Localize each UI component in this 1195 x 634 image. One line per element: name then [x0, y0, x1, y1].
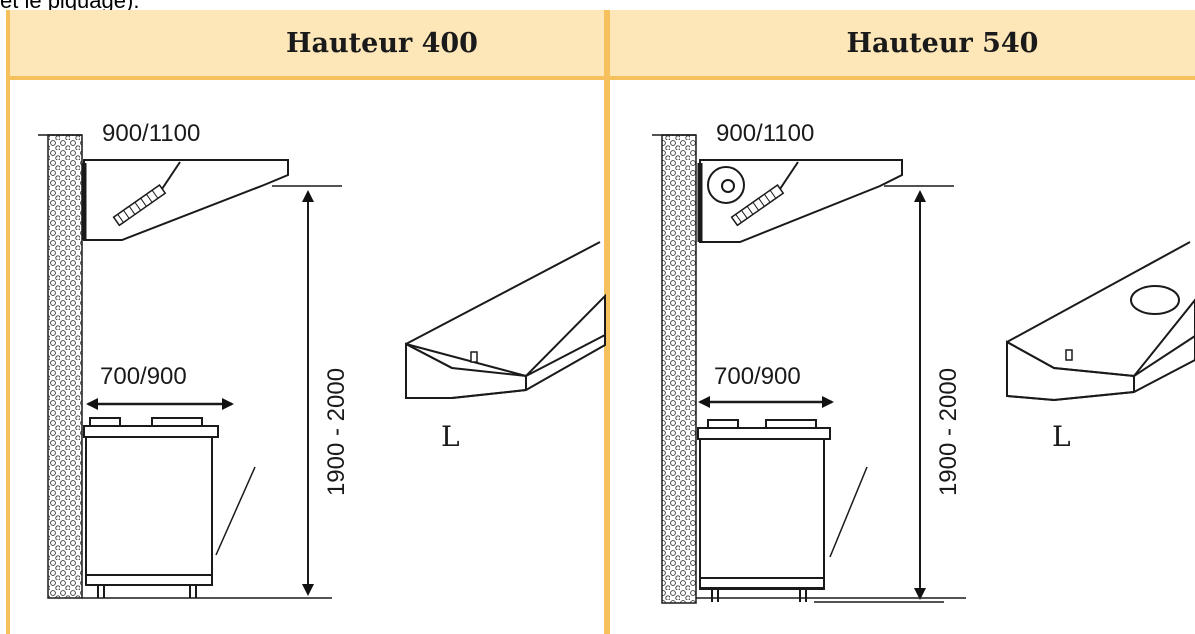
intro-text: et le piquage).	[0, 0, 140, 13]
drawing-hauteur-400	[38, 134, 606, 599]
panel-title: Hauteur 400	[286, 27, 478, 59]
width-label: 900/1100	[716, 120, 814, 147]
hood-perspective	[405, 241, 606, 399]
depth-label: 700/900	[714, 363, 801, 390]
depth-label: 700/900	[100, 363, 187, 390]
height-label: 1900 - 2000	[935, 368, 962, 496]
width-label: 900/1100	[102, 120, 200, 147]
panel-header: Hauteur 540	[610, 10, 1195, 80]
length-label: L	[441, 420, 460, 453]
height-label: 1900 - 2000	[323, 368, 350, 496]
panel-header: Hauteur 400	[10, 10, 604, 80]
cooker	[83, 417, 219, 598]
hood-perspective	[1006, 241, 1195, 402]
hood-side-profile	[83, 159, 289, 241]
wall	[661, 134, 697, 604]
cooker	[697, 419, 831, 602]
length-label: L	[1052, 420, 1071, 453]
panel-title: Hauteur 540	[846, 27, 1039, 59]
wall	[47, 134, 83, 599]
grease-filter	[730, 183, 785, 227]
drawing-hauteur-540	[652, 134, 1195, 604]
grease-filter	[112, 183, 167, 227]
exhaust-outlet	[1130, 285, 1180, 315]
